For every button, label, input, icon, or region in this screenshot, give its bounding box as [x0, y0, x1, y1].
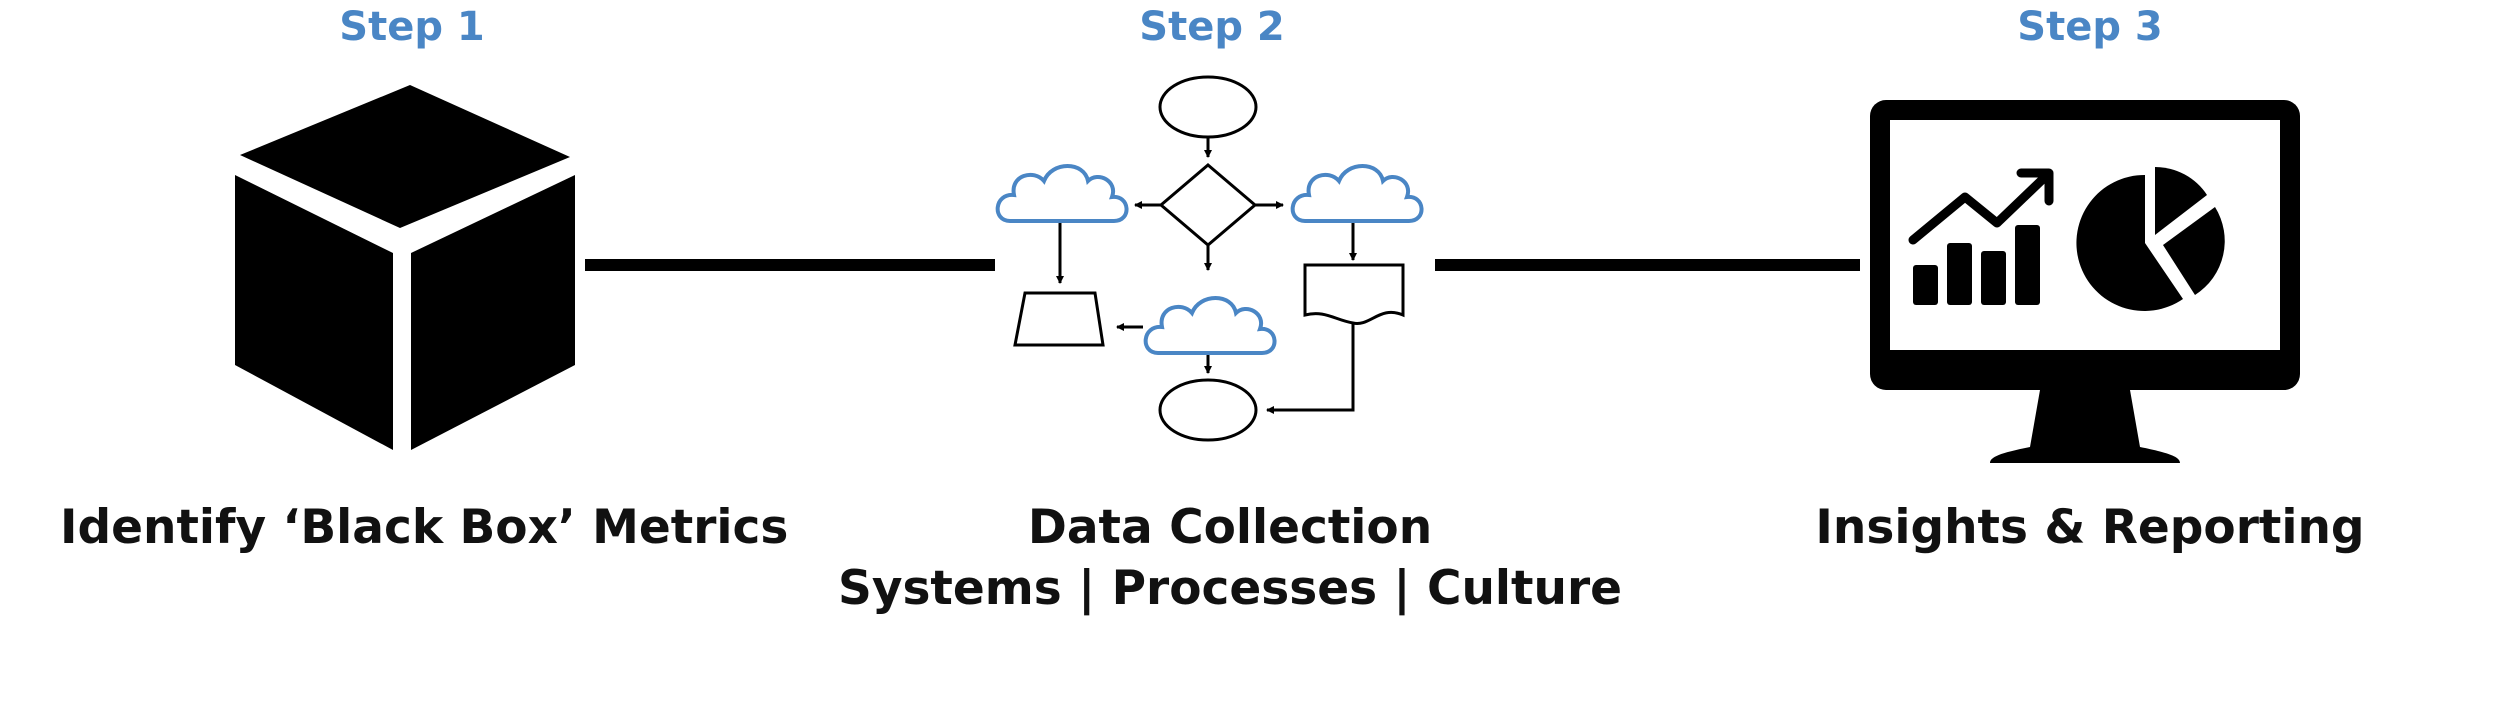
- trend-arrow-icon: [1908, 168, 2054, 245]
- step-1-caption: Identify ‘Black Box’ Metrics: [60, 500, 789, 555]
- step-2-label: Step 2: [1139, 4, 1285, 50]
- black-box-cube-icon: [235, 85, 575, 450]
- monitor-charts-icon: [1870, 100, 2300, 463]
- bar-chart-icon: [1913, 225, 2040, 305]
- pie-chart-icon: [2076, 166, 2225, 311]
- flowchart-icon: [995, 75, 1424, 442]
- connector-line-1: [585, 259, 995, 271]
- step-3-label: Step 3: [2017, 4, 2163, 50]
- step-1-label: Step 1: [339, 4, 485, 50]
- step-3-caption: Insights & Reporting: [1815, 500, 2365, 555]
- step-2-subcaption: Systems | Processes | Culture: [837, 561, 1623, 616]
- step-2-caption: Data Collection: [1027, 500, 1433, 555]
- connector-line-2: [1435, 259, 1860, 271]
